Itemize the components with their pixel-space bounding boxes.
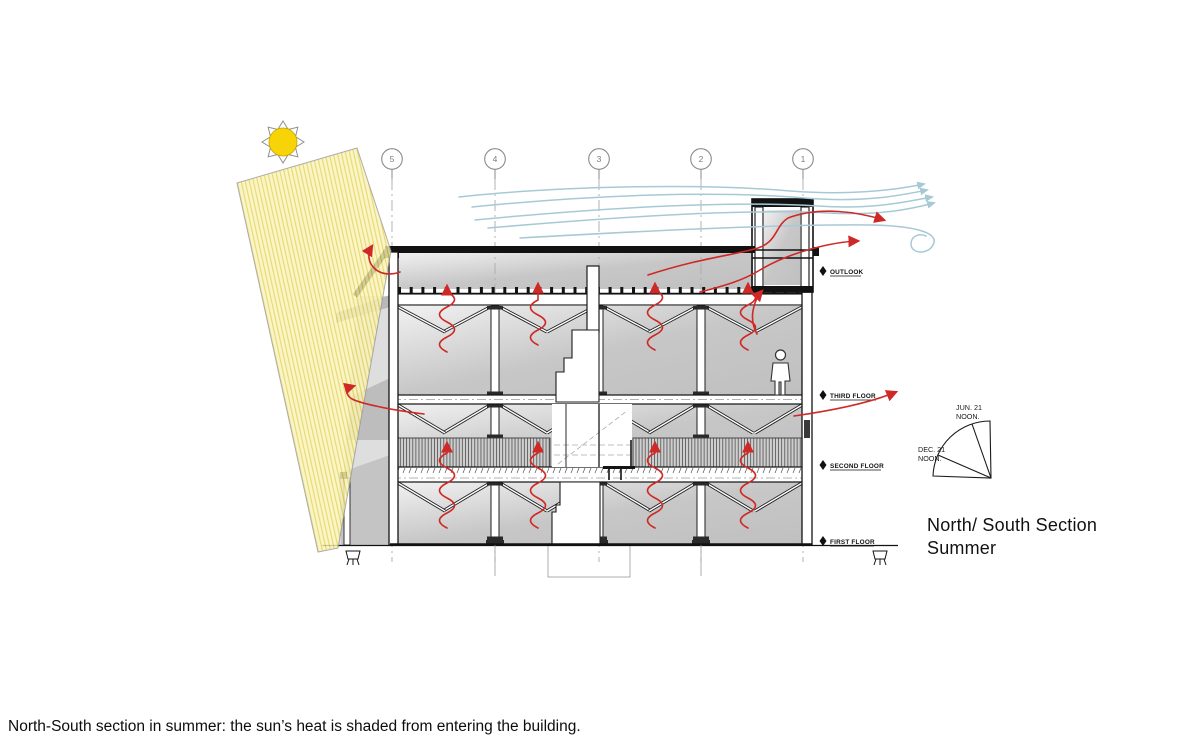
human-figure (770, 349, 791, 396)
joist-tick (538, 287, 542, 294)
joist-tick (561, 287, 565, 294)
heat-arrow-left-wall (343, 382, 425, 415)
right-wall (801, 291, 813, 546)
joist-tick (479, 287, 483, 294)
joist-tick (678, 287, 682, 294)
svg-text:NOON.: NOON. (956, 412, 980, 421)
joist-tick (667, 287, 671, 294)
joist-tick (608, 287, 612, 294)
diamond-level-marker-icon (819, 390, 827, 400)
grid-bubble: 1 (792, 148, 814, 170)
column (490, 481, 500, 541)
joist-tick (725, 287, 729, 294)
joist-tick (398, 287, 401, 294)
joist-tick (491, 287, 495, 294)
joist-tick (620, 287, 624, 294)
heat-arrow-tower-exit-1 (647, 210, 887, 276)
grid-bubble: 3 (588, 148, 610, 170)
level-label: THIRD FLOOR (830, 393, 876, 400)
roof-slab (385, 246, 755, 253)
column (696, 305, 706, 396)
grid-bubble: 5 (381, 148, 403, 170)
joist-tick (433, 287, 437, 294)
joist-tick (515, 287, 518, 294)
joist-tick (409, 287, 413, 294)
level-label: SECOND FLOOR (830, 463, 884, 470)
level-label: OUTLOOK (830, 269, 864, 276)
heat-squiggle (646, 440, 664, 529)
grid-bubble: 4 (484, 148, 506, 170)
wind-eddy-spiral (519, 224, 935, 253)
sun-path-labels: JUN. 21 NOON. DEC. 21 NOON. (918, 403, 982, 463)
footing-symbol (872, 550, 888, 566)
joist-tick (713, 287, 717, 294)
heat-flow-arrows (343, 210, 899, 529)
diamond-level-marker-icon (819, 460, 827, 470)
level-marker: OUTLOOK (819, 266, 864, 277)
column (490, 305, 500, 396)
left-wall (388, 251, 399, 546)
joist-tick (573, 287, 577, 294)
joist-tick (468, 287, 472, 294)
step-element (603, 440, 635, 480)
joist-tick (737, 287, 741, 294)
heat-arrow-tower-exit-2 (699, 235, 861, 293)
joist-tick (550, 287, 554, 294)
grid-bubble-label: 4 (493, 154, 498, 164)
annex-structure (339, 455, 390, 545)
joist-tick (503, 287, 507, 294)
title-line-2: Summer (927, 538, 997, 558)
drawing-title: North/ South Section Summer (927, 514, 1097, 560)
column-base (692, 540, 710, 545)
column (490, 403, 500, 439)
level-label: FIRST FLOOR (830, 539, 875, 546)
heat-squiggle (646, 281, 664, 351)
joist-tick (526, 287, 530, 294)
heat-arrow-third-floor (793, 390, 899, 417)
heat-arrow-roof-edge (361, 243, 401, 275)
central-stair-shaft (547, 265, 632, 578)
louver-vent-band (397, 437, 806, 468)
heat-arrow-tower-up (751, 289, 764, 335)
footing-symbol (345, 550, 361, 566)
grid-bubble-label: 2 (699, 154, 704, 164)
joist-tick (421, 287, 425, 294)
wind-flow-lines (458, 181, 936, 253)
diamond-level-marker-icon (819, 266, 827, 276)
grid-bubbles: 5 4 3 2 1 (381, 148, 814, 170)
column-base (486, 540, 504, 545)
diamond-level-marker-icon (819, 536, 827, 546)
joist-tick (632, 287, 635, 294)
column (696, 481, 706, 541)
title-line-1: North/ South Section (927, 515, 1098, 535)
heat-squiggle (438, 440, 456, 529)
sun-icon (261, 120, 305, 164)
figure-caption: North-South section in summer: the sun’s… (8, 718, 581, 735)
shaft-foundation (547, 544, 631, 578)
heat-squiggle (438, 283, 456, 353)
summer-sun-label: JUN. 21 (956, 403, 982, 412)
sun-beam (236, 147, 392, 553)
joist-tick (456, 287, 460, 294)
joist-tick (643, 287, 647, 294)
grid-bubble: 2 (690, 148, 712, 170)
building-structure (322, 198, 898, 578)
svg-text:NOON.: NOON. (918, 454, 942, 463)
heat-squiggle (529, 440, 547, 529)
sun-path-diagram (932, 420, 992, 479)
grid-bubble-label: 3 (597, 154, 602, 164)
level-markers: OUTLOOK THIRD FLOOR SECOND FLOOR FIRST F… (819, 266, 884, 547)
grid-bubble-label: 5 (390, 154, 395, 164)
level-marker: FIRST FLOOR (819, 536, 875, 547)
column (696, 403, 706, 439)
grid-bubble-label: 1 (801, 154, 806, 164)
level-marker: SECOND FLOOR (819, 460, 884, 471)
joist-tick (690, 287, 694, 294)
level-marker: THIRD FLOOR (819, 390, 876, 401)
heat-squiggle (739, 440, 757, 529)
winter-sun-label: DEC. 21 (918, 445, 945, 454)
heat-squiggle (529, 281, 547, 346)
